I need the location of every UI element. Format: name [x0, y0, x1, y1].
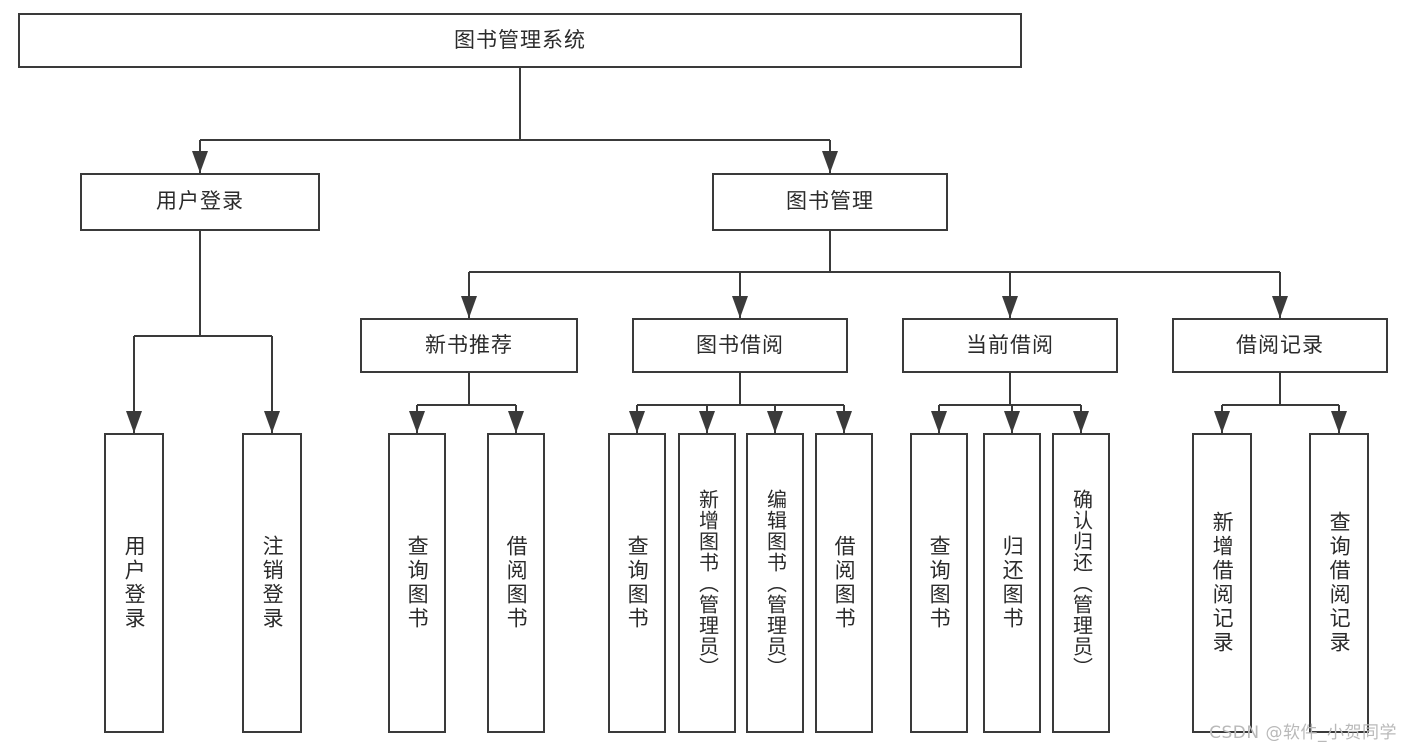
arrowhead-icon	[1002, 296, 1018, 318]
arrowhead-icon	[1331, 411, 1347, 433]
arrowhead-icon	[192, 151, 208, 173]
node-leaf-query-book-1[interactable]: 查询图书	[388, 433, 446, 733]
node-borrow-record[interactable]: 借阅记录	[1172, 318, 1388, 373]
node-leaf-borrow-book-1[interactable]: 借阅图书	[487, 433, 545, 733]
node-leaf-add-record[interactable]: 新增借阅记录	[1192, 433, 1252, 733]
arrowhead-icon	[629, 411, 645, 433]
node-label: 确认归还（管理员）	[1069, 488, 1094, 678]
node-label: 新书推荐	[425, 332, 513, 357]
node-label: 查询图书	[625, 535, 650, 631]
arrowhead-icon	[1073, 411, 1089, 433]
node-label: 查询图书	[927, 535, 952, 631]
node-leaf-query-book-3[interactable]: 查询图书	[910, 433, 968, 733]
node-label: 借阅图书	[504, 535, 529, 631]
node-leaf-edit-book[interactable]: 编辑图书（管理员）	[746, 433, 804, 733]
node-label: 用户登录	[122, 535, 147, 631]
watermark-label: CSDN @软件_小贺同学	[1209, 723, 1397, 743]
arrowhead-icon	[264, 411, 280, 433]
node-label: 新增图书（管理员）	[695, 488, 720, 678]
node-label: 查询图书	[405, 535, 430, 631]
node-label: 图书管理系统	[454, 27, 586, 52]
node-new-book-rec[interactable]: 新书推荐	[360, 318, 578, 373]
node-leaf-query-record[interactable]: 查询借阅记录	[1309, 433, 1369, 733]
node-leaf-return-book[interactable]: 归还图书	[983, 433, 1041, 733]
node-label: 图书借阅	[696, 332, 784, 357]
node-label: 当前借阅	[966, 332, 1054, 357]
node-label: 借阅图书	[832, 535, 857, 631]
node-user-login[interactable]: 用户登录	[80, 173, 320, 231]
node-book-borrow[interactable]: 图书借阅	[632, 318, 848, 373]
arrowhead-icon	[1272, 296, 1288, 318]
node-leaf-query-book-2[interactable]: 查询图书	[608, 433, 666, 733]
node-leaf-add-book[interactable]: 新增图书（管理员）	[678, 433, 736, 733]
node-leaf-borrow-book-2[interactable]: 借阅图书	[815, 433, 873, 733]
arrowhead-icon	[409, 411, 425, 433]
node-book-manage[interactable]: 图书管理	[712, 173, 948, 231]
arrowhead-icon	[931, 411, 947, 433]
arrowhead-icon	[699, 411, 715, 433]
node-current-borrow[interactable]: 当前借阅	[902, 318, 1118, 373]
arrowhead-icon	[822, 151, 838, 173]
node-leaf-confirm-return[interactable]: 确认归还（管理员）	[1052, 433, 1110, 733]
node-label: 注销登录	[260, 535, 285, 631]
node-leaf-logout[interactable]: 注销登录	[242, 433, 302, 733]
arrowhead-icon	[461, 296, 477, 318]
arrowhead-icon	[732, 296, 748, 318]
arrowhead-icon	[508, 411, 524, 433]
arrowhead-icon	[1214, 411, 1230, 433]
node-label: 借阅记录	[1236, 332, 1324, 357]
node-label: 归还图书	[1000, 535, 1025, 631]
arrowhead-icon	[836, 411, 852, 433]
node-label: 查询借阅记录	[1327, 511, 1352, 655]
node-label: 编辑图书（管理员）	[763, 488, 788, 678]
node-label: 图书管理	[786, 189, 874, 214]
node-label: 新增借阅记录	[1210, 511, 1235, 655]
node-leaf-user-login[interactable]: 用户登录	[104, 433, 164, 733]
arrowhead-icon	[1004, 411, 1020, 433]
arrowhead-icon	[126, 411, 142, 433]
arrowhead-icon	[767, 411, 783, 433]
node-label: 用户登录	[156, 189, 244, 214]
node-root[interactable]: 图书管理系统	[18, 13, 1022, 68]
